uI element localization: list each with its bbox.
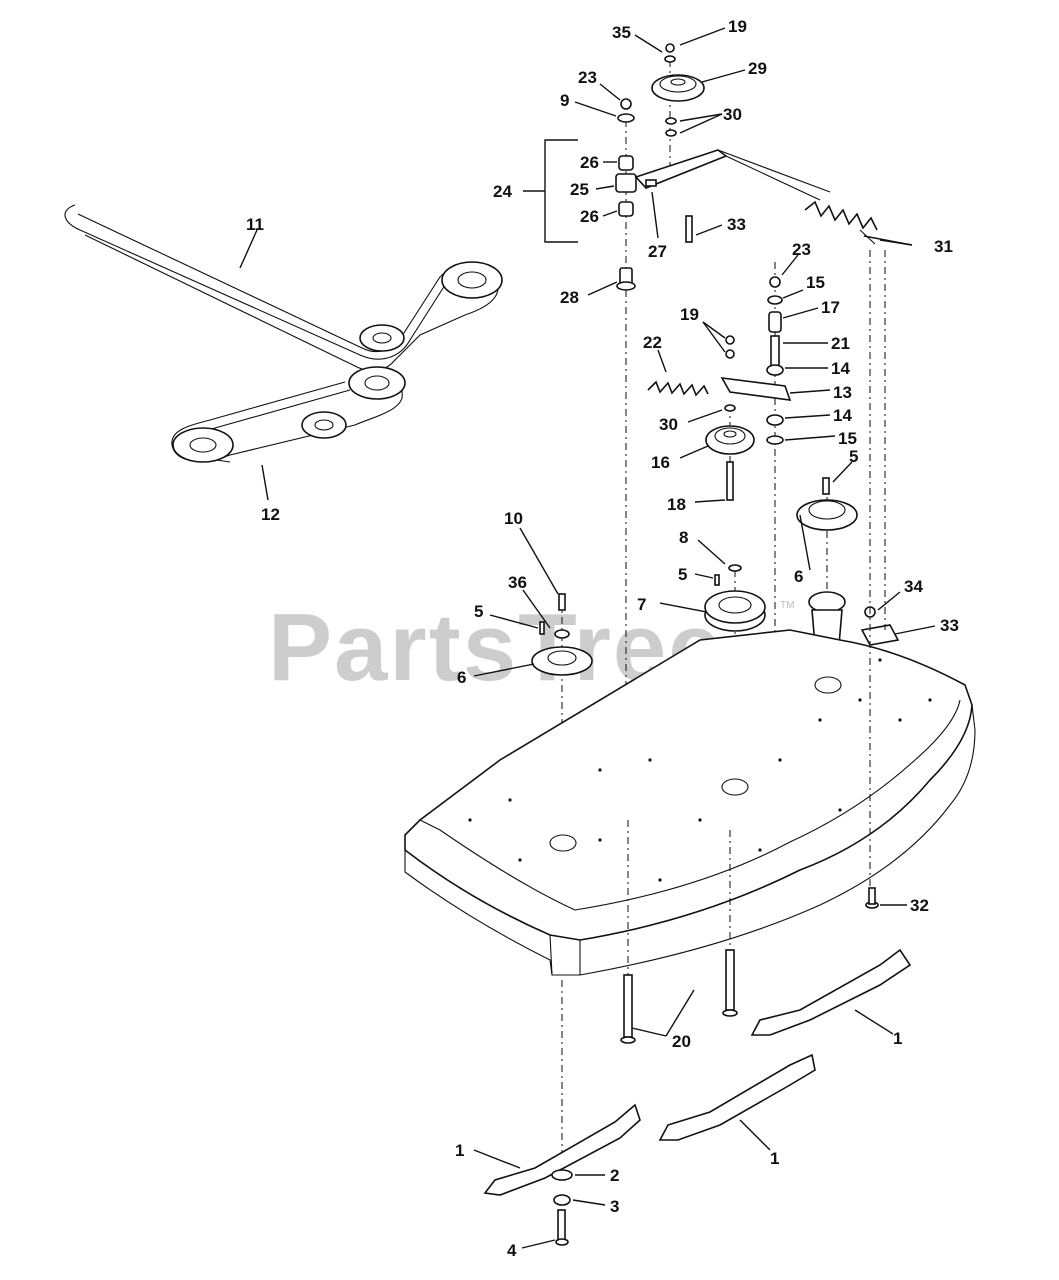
callout-24: 24 bbox=[493, 182, 512, 201]
callout-22: 22 bbox=[643, 333, 662, 352]
callout-3: 3 bbox=[610, 1197, 619, 1216]
callout-35: 35 bbox=[612, 23, 631, 42]
callout-6-right: 6 bbox=[794, 567, 803, 586]
callout-33: 33 bbox=[727, 215, 746, 234]
callout-7: 7 bbox=[637, 595, 646, 614]
callout-15-lower: 15 bbox=[838, 429, 857, 448]
callout-16: 16 bbox=[651, 453, 670, 472]
watermark-tm: TM bbox=[780, 600, 794, 611]
callout-8: 8 bbox=[679, 528, 688, 547]
callout-30: 30 bbox=[723, 105, 742, 124]
callout-30-mid: 30 bbox=[659, 415, 678, 434]
callout-12: 12 bbox=[261, 505, 280, 524]
belt-assembly bbox=[64, 204, 503, 463]
callout-27: 27 bbox=[648, 242, 667, 261]
deck-rivets bbox=[468, 658, 932, 882]
callout-20: 20 bbox=[672, 1032, 691, 1051]
callout-6-left: 6 bbox=[457, 668, 466, 687]
mower-deck-shell bbox=[404, 250, 976, 976]
callout-5-right: 5 bbox=[849, 447, 858, 466]
callout-13: 13 bbox=[833, 383, 852, 402]
callout-1-middle: 1 bbox=[770, 1149, 779, 1168]
callout-19: 19 bbox=[728, 17, 747, 36]
callout-5-left: 5 bbox=[474, 602, 483, 621]
callout-4: 4 bbox=[507, 1241, 517, 1260]
callout-23: 23 bbox=[578, 68, 597, 87]
callout-14: 14 bbox=[831, 359, 850, 378]
blades-and-bolts bbox=[483, 820, 912, 1246]
callout-11: 11 bbox=[246, 215, 264, 234]
callout-1-left: 1 bbox=[455, 1141, 464, 1160]
idler-arm-assembly bbox=[615, 43, 878, 770]
callout-18: 18 bbox=[667, 495, 686, 514]
callout-17: 17 bbox=[821, 298, 840, 317]
callout-5-center: 5 bbox=[678, 565, 687, 584]
callout-31: 31 bbox=[934, 237, 953, 256]
callout-14-lower: 14 bbox=[833, 406, 852, 425]
callout-26-lower: 26 bbox=[580, 207, 599, 226]
callout-9: 9 bbox=[560, 91, 569, 110]
callout-29: 29 bbox=[748, 59, 767, 78]
callout-36: 36 bbox=[508, 573, 527, 592]
callout-33-deck: 33 bbox=[940, 616, 959, 635]
callout-28: 28 bbox=[560, 288, 579, 307]
leader-lines bbox=[239, 27, 936, 1249]
callout-10: 10 bbox=[504, 509, 523, 528]
callout-2: 2 bbox=[610, 1166, 619, 1185]
callout-1-right: 1 bbox=[893, 1029, 902, 1048]
callout-19-mid: 19 bbox=[680, 305, 699, 324]
callout-32: 32 bbox=[910, 896, 929, 915]
callout-labels: 35 19 23 29 9 30 26 24 25 26 27 33 11 28… bbox=[246, 17, 959, 1260]
callout-15: 15 bbox=[806, 273, 825, 292]
callout-26: 26 bbox=[580, 153, 599, 172]
callout-23-right: 23 bbox=[792, 240, 811, 259]
callout-25: 25 bbox=[570, 180, 589, 199]
callout-34: 34 bbox=[904, 577, 923, 596]
callout-21: 21 bbox=[831, 334, 850, 353]
